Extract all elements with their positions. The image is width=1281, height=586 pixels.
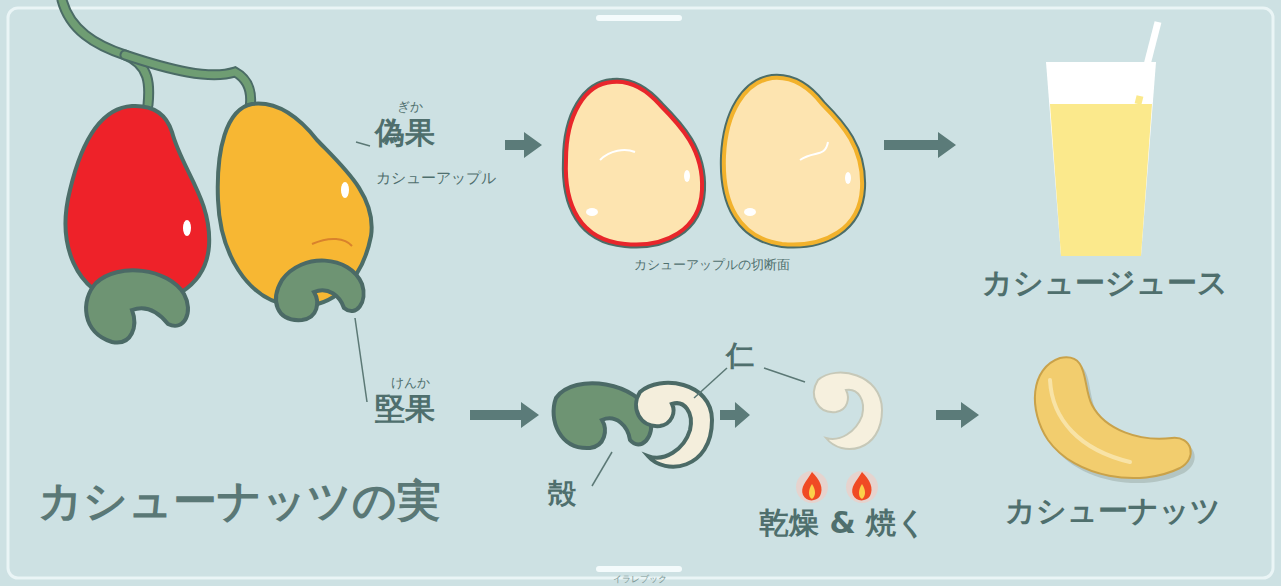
node-label: カシューアップルの切断面 — [634, 258, 790, 273]
node-label: ぎか — [397, 100, 423, 115]
arrow-shape — [470, 402, 539, 428]
stage-node: 乾燥 & 焼く — [756, 360, 930, 550]
node-label: カシューアップル — [376, 170, 496, 187]
node-label: けんか — [391, 376, 430, 391]
node-label: カシューナッツ — [1005, 494, 1221, 529]
diagram-title: カシューナッツの実 — [38, 476, 441, 527]
stage-node: カシューナッツ — [985, 340, 1240, 540]
arrow-shape — [936, 402, 979, 428]
arrow-shape — [505, 132, 542, 158]
node-label: 堅果 — [375, 392, 435, 427]
node-label: 殻 — [548, 478, 576, 510]
flow-arrow — [936, 402, 979, 428]
flow-arrow — [505, 132, 542, 158]
node-label: 偽果 — [375, 116, 435, 151]
node-label: 乾燥 & 焼く — [759, 506, 927, 541]
part-label: 仁 — [726, 340, 754, 372]
arrow-shape — [720, 402, 750, 428]
stage-node: カシュージュース — [962, 38, 1234, 310]
stage-node: ぎか偽果カシューアップル — [368, 97, 499, 194]
watermark: イラレブック — [613, 574, 667, 584]
stage-node: 殻 — [545, 372, 714, 513]
flow-arrow — [720, 402, 750, 428]
flow-arrow — [884, 132, 956, 158]
flow-arrow — [470, 402, 539, 428]
stage-node: けんか堅果 — [368, 373, 464, 446]
stage-node: カシューアップルの切断面 — [548, 70, 878, 282]
node-label: カシュージュース — [982, 266, 1228, 301]
arrow-shape — [884, 132, 956, 158]
